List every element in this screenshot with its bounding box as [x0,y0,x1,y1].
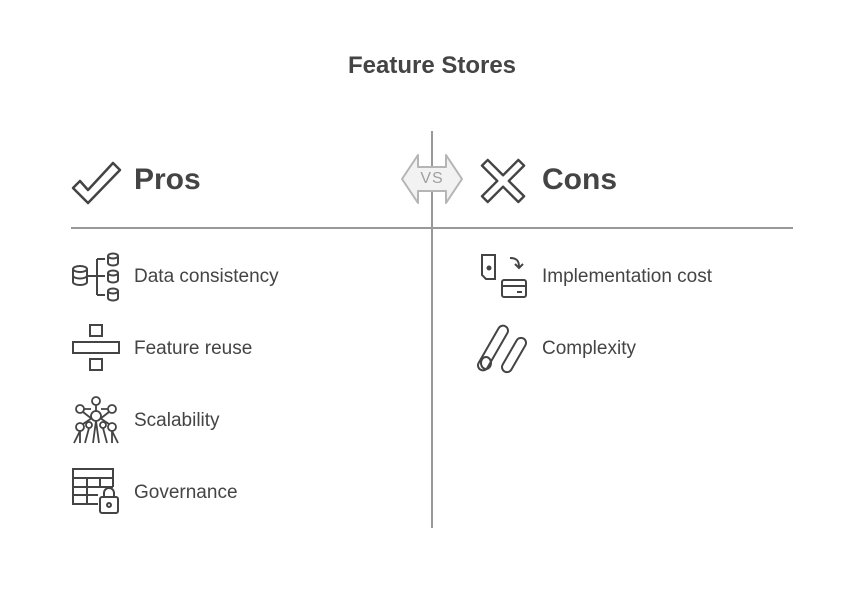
cons-heading: Cons [542,163,617,196]
cross-icon [480,158,526,204]
pros-heading: Pros [134,163,201,196]
table-lock-icon [72,468,119,514]
checkmark-icon [71,161,122,205]
vs-label: VS [420,170,444,187]
tangled-tubes-icon [477,324,527,374]
page-title: Feature Stores [347,52,517,79]
pros-item-governance: Governance [134,482,238,503]
pros-item-data-consistency: Data consistency [134,266,279,287]
cons-item-implementation-cost: Implementation cost [542,266,713,287]
vs-badge-icon [401,154,463,204]
pros-item-scalability: Scalability [134,410,220,431]
database-sync-icon [72,252,119,302]
horizontal-divider [71,227,793,229]
cons-item-complexity: Complexity [542,338,636,359]
network-icon [73,396,119,444]
wallet-card-icon [481,254,527,298]
divide-icon [72,324,120,371]
pros-item-feature-reuse: Feature reuse [134,338,253,359]
vertical-divider [431,131,433,528]
